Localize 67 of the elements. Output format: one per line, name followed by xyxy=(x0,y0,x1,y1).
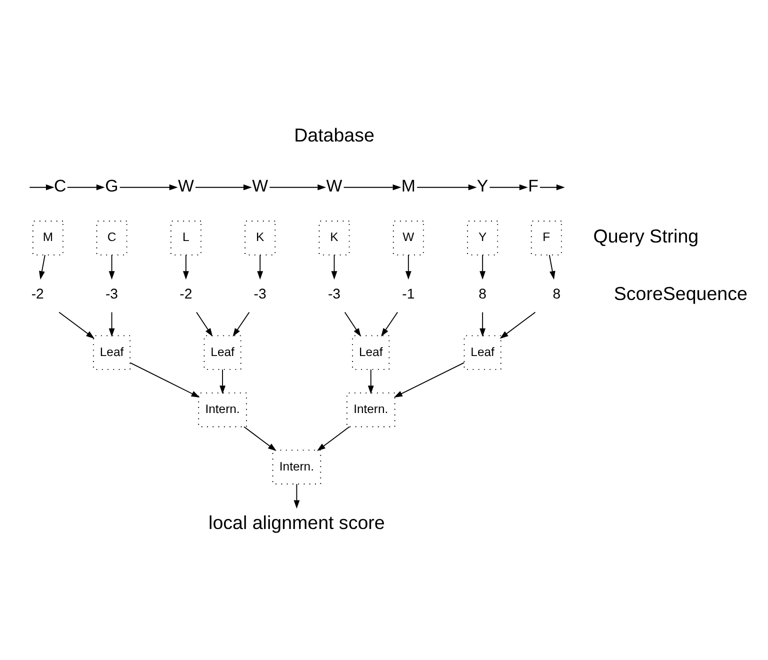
arrow xyxy=(405,254,412,280)
arrow xyxy=(29,184,54,190)
node-text: Y xyxy=(476,176,488,195)
node-text: local alignment score xyxy=(208,512,385,533)
arrow xyxy=(39,254,46,280)
arrow xyxy=(257,254,264,280)
arrow xyxy=(182,254,189,280)
node-box: Leaf xyxy=(93,334,131,370)
arrow xyxy=(416,184,477,190)
node-text: M xyxy=(401,176,416,195)
arrow xyxy=(196,311,213,336)
node-box: Leaf xyxy=(352,334,390,370)
node-box: L xyxy=(170,220,202,255)
arrow xyxy=(108,254,115,280)
node-box: F xyxy=(530,220,562,255)
arrow xyxy=(119,184,178,190)
arrow xyxy=(66,184,105,190)
node-box: Leaf xyxy=(464,334,502,370)
arrow xyxy=(331,254,338,280)
arrow xyxy=(500,311,536,338)
arrow xyxy=(548,254,556,280)
arrow xyxy=(394,362,465,397)
arrow xyxy=(344,311,361,336)
node-box: Intern. xyxy=(346,392,396,427)
arrow xyxy=(220,368,226,394)
node-text: 8 xyxy=(552,285,561,302)
arrow xyxy=(195,184,252,190)
node-box: K xyxy=(244,220,276,255)
node-text: -1 xyxy=(402,285,415,302)
arrow xyxy=(381,311,398,336)
arrow xyxy=(540,184,565,190)
node-box: Intern. xyxy=(198,392,247,427)
arrow xyxy=(316,426,350,451)
arrow xyxy=(130,362,200,397)
node-text: -2 xyxy=(31,285,44,302)
arrow xyxy=(294,483,300,508)
node-text: G xyxy=(105,176,118,195)
node-text: W xyxy=(326,176,342,195)
arrow xyxy=(269,184,326,190)
label: ScoreSequence xyxy=(614,282,748,304)
node-text: -3 xyxy=(328,285,341,302)
node-box: Y xyxy=(467,220,498,255)
label: Query String xyxy=(593,225,699,246)
arrow xyxy=(368,368,374,394)
node-box: Leaf xyxy=(204,334,242,370)
node-text: 8 xyxy=(478,285,486,302)
node-text: W xyxy=(178,176,194,195)
node-box: M xyxy=(32,220,64,255)
node-text: -3 xyxy=(254,285,266,302)
node-text: -3 xyxy=(106,285,118,302)
node-text: W xyxy=(252,176,268,195)
node-text: -2 xyxy=(180,285,192,302)
arrow xyxy=(480,254,486,280)
node-text: C xyxy=(54,176,66,195)
node-text: F xyxy=(528,176,538,195)
arrow xyxy=(108,311,115,336)
label: Database xyxy=(294,124,374,145)
arrow xyxy=(343,184,402,190)
node-box: W xyxy=(392,220,424,255)
arrow xyxy=(244,426,276,451)
arrow xyxy=(489,184,528,190)
arrow xyxy=(480,311,486,336)
arrow xyxy=(232,311,250,336)
node-box: C xyxy=(96,220,128,255)
arrow xyxy=(58,311,95,338)
node-box: K xyxy=(318,220,350,255)
node-box: Intern. xyxy=(272,449,322,484)
